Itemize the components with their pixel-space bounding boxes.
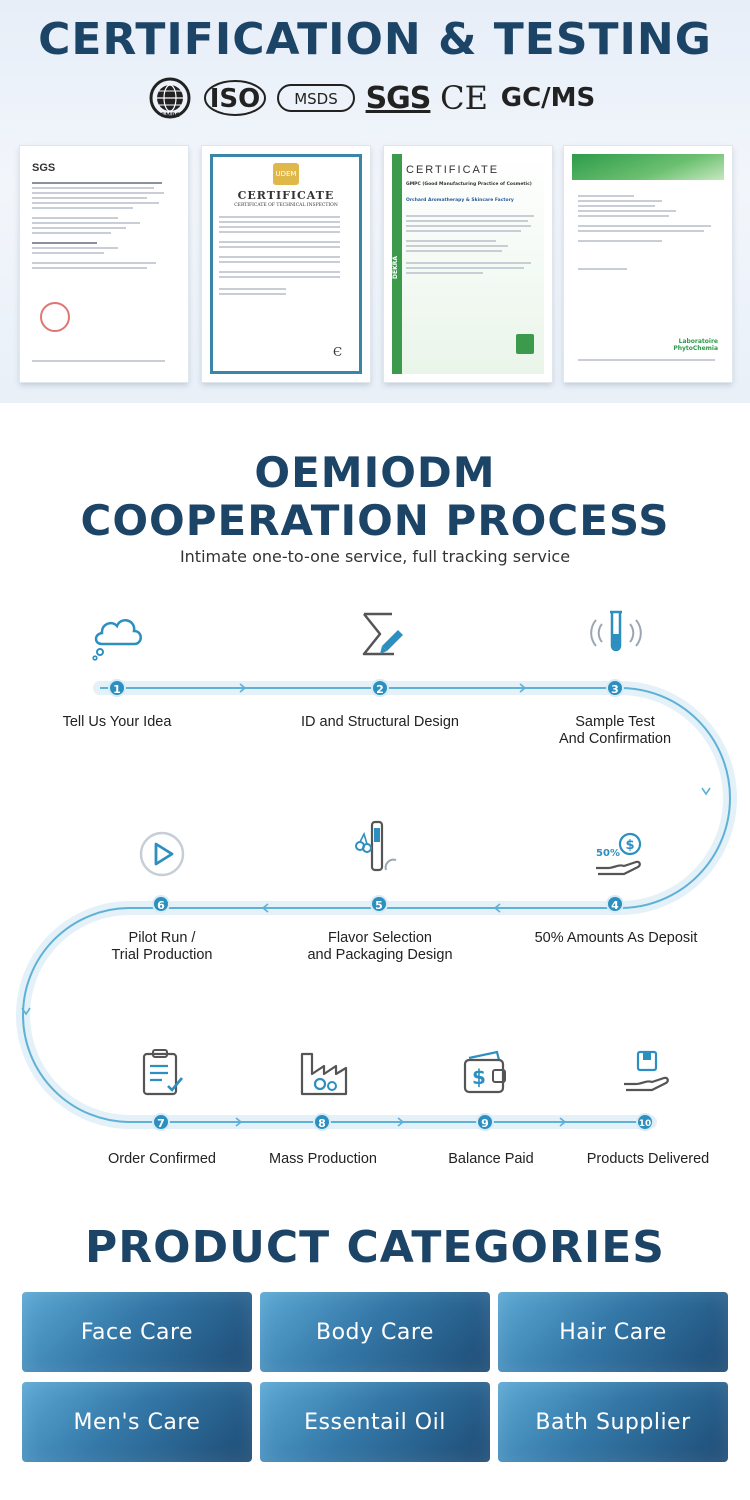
sgs-logo-text: SGS: [365, 80, 432, 116]
step-number-7: 7: [152, 1113, 170, 1131]
gcms-logo-text: GC/MS: [500, 83, 596, 113]
step-label-1: Tell Us Your Idea: [62, 714, 172, 730]
cloud-icon: [92, 619, 142, 661]
udem-badge-icon: UDEM: [273, 163, 299, 185]
category-face-care-button[interactable]: Face Care: [22, 1292, 252, 1372]
step-number-6: 6: [152, 895, 170, 913]
udem-certificate: UDEM CERTIFICATE CERTIFICATE OF TECHNICA…: [202, 146, 370, 382]
msds-logo: MSDS: [276, 76, 356, 120]
category-mens-care-button[interactable]: Men's Care: [22, 1382, 252, 1462]
play-circle-icon: [139, 831, 185, 877]
dekra-badge: [516, 334, 534, 354]
category-hair-care-button[interactable]: Hair Care: [498, 1292, 728, 1372]
category-body-care-button[interactable]: Body Care: [260, 1292, 490, 1372]
gmpc-heading: CERTIFICATE: [406, 164, 500, 176]
gmpc-logo: GMPC: [148, 76, 192, 120]
svg-text:$: $: [625, 838, 634, 853]
phytochemia-lab-name: Laboratoire PhytoChemia: [673, 338, 718, 352]
step-label-10: Products Delivered: [586, 1151, 710, 1167]
iso-logo-text: ISO: [210, 84, 261, 114]
sgs-report-heading: SGS: [32, 162, 56, 174]
wallet-dollar-icon: $: [463, 1050, 506, 1094]
certification-logo-row: GMPC ISO MSDS SGS CE GC/MS: [148, 76, 608, 120]
factory-gear-icon: [300, 1052, 348, 1096]
udem-heading: CERTIFICATE: [237, 189, 335, 202]
red-seal-stamp: [40, 302, 70, 332]
category-essential-oil-button[interactable]: Essentail Oil: [260, 1382, 490, 1462]
category-bath-supplier-button[interactable]: Bath Supplier: [498, 1382, 728, 1462]
process-title-line2: COOPERATION PROCESS: [80, 496, 670, 545]
certification-title: CERTIFICATION & TESTING: [38, 14, 712, 65]
step-number-1: 1: [108, 679, 126, 697]
gmpc-certificate: CERTIFICATE GMPC (Good Manufacturing Pra…: [384, 146, 552, 382]
udem-subheading: CERTIFICATE OF TECHNICAL INSPECTION: [234, 203, 338, 208]
svg-text:$: $: [472, 1065, 486, 1089]
vape-pen-fruit-icon: [355, 820, 397, 872]
step-number-2: 2: [371, 679, 389, 697]
iso-logo: ISO: [204, 76, 266, 120]
gmpc-company: Orchard Aromatherapy & Skincare Factory: [406, 198, 514, 203]
step-label-9: Balance Paid: [448, 1151, 534, 1167]
step-number-3: 3: [606, 679, 624, 697]
deposit-hand-icon: $ 50%: [596, 832, 642, 876]
step-number-9: 9: [476, 1113, 494, 1131]
msds-logo-text: MSDS: [294, 90, 338, 108]
process-track: [16, 681, 737, 1129]
step-label-8: Mass Production: [269, 1151, 377, 1167]
gcms-logo: GC/MS: [494, 76, 602, 120]
categories-title: PRODUCT CATEGORIES: [85, 1222, 665, 1273]
step-label-7: Order Confirmed: [108, 1151, 216, 1167]
ce-logo: CE: [440, 76, 488, 120]
phytochemia-header-band: [572, 154, 724, 180]
process-title-line1: OEMIODM: [254, 448, 496, 497]
udem-ce-mark: Є: [333, 345, 343, 359]
step-number-10: 10: [636, 1113, 654, 1131]
deposit-percent-badge: 50%: [596, 848, 620, 859]
step-label-4: 50% Amounts As Deposit: [534, 930, 698, 946]
sigma-pencil-icon: [362, 612, 403, 656]
sgs-test-report: SGS: [20, 146, 188, 382]
step-number-4: 4: [606, 895, 624, 913]
dekra-side-bar: [392, 154, 402, 374]
ce-logo-text: CE: [440, 79, 488, 117]
certification-section: CERTIFICATION & TESTING GMPC ISO: [0, 0, 750, 403]
step-label-6: Pilot Run /Trial Production: [111, 930, 213, 963]
step-label-2: ID and Structural Design: [301, 714, 459, 730]
sgs-logo: SGS: [365, 76, 432, 120]
clipboard-check-icon: [142, 1049, 183, 1096]
step-number-8: 8: [313, 1113, 331, 1131]
phytochemia-report: Laboratoire PhytoChemia: [564, 146, 732, 382]
hand-box-icon: [624, 1050, 669, 1092]
step-number-5: 5: [370, 895, 388, 913]
test-tube-icon: [590, 610, 642, 652]
gmpc-logo-text: GMPC: [160, 112, 180, 119]
process-subtitle: Intimate one-to-one service, full tracki…: [179, 547, 571, 566]
gmpc-subheading: GMPC (Good Manufacturing Practice of Cos…: [406, 182, 532, 187]
